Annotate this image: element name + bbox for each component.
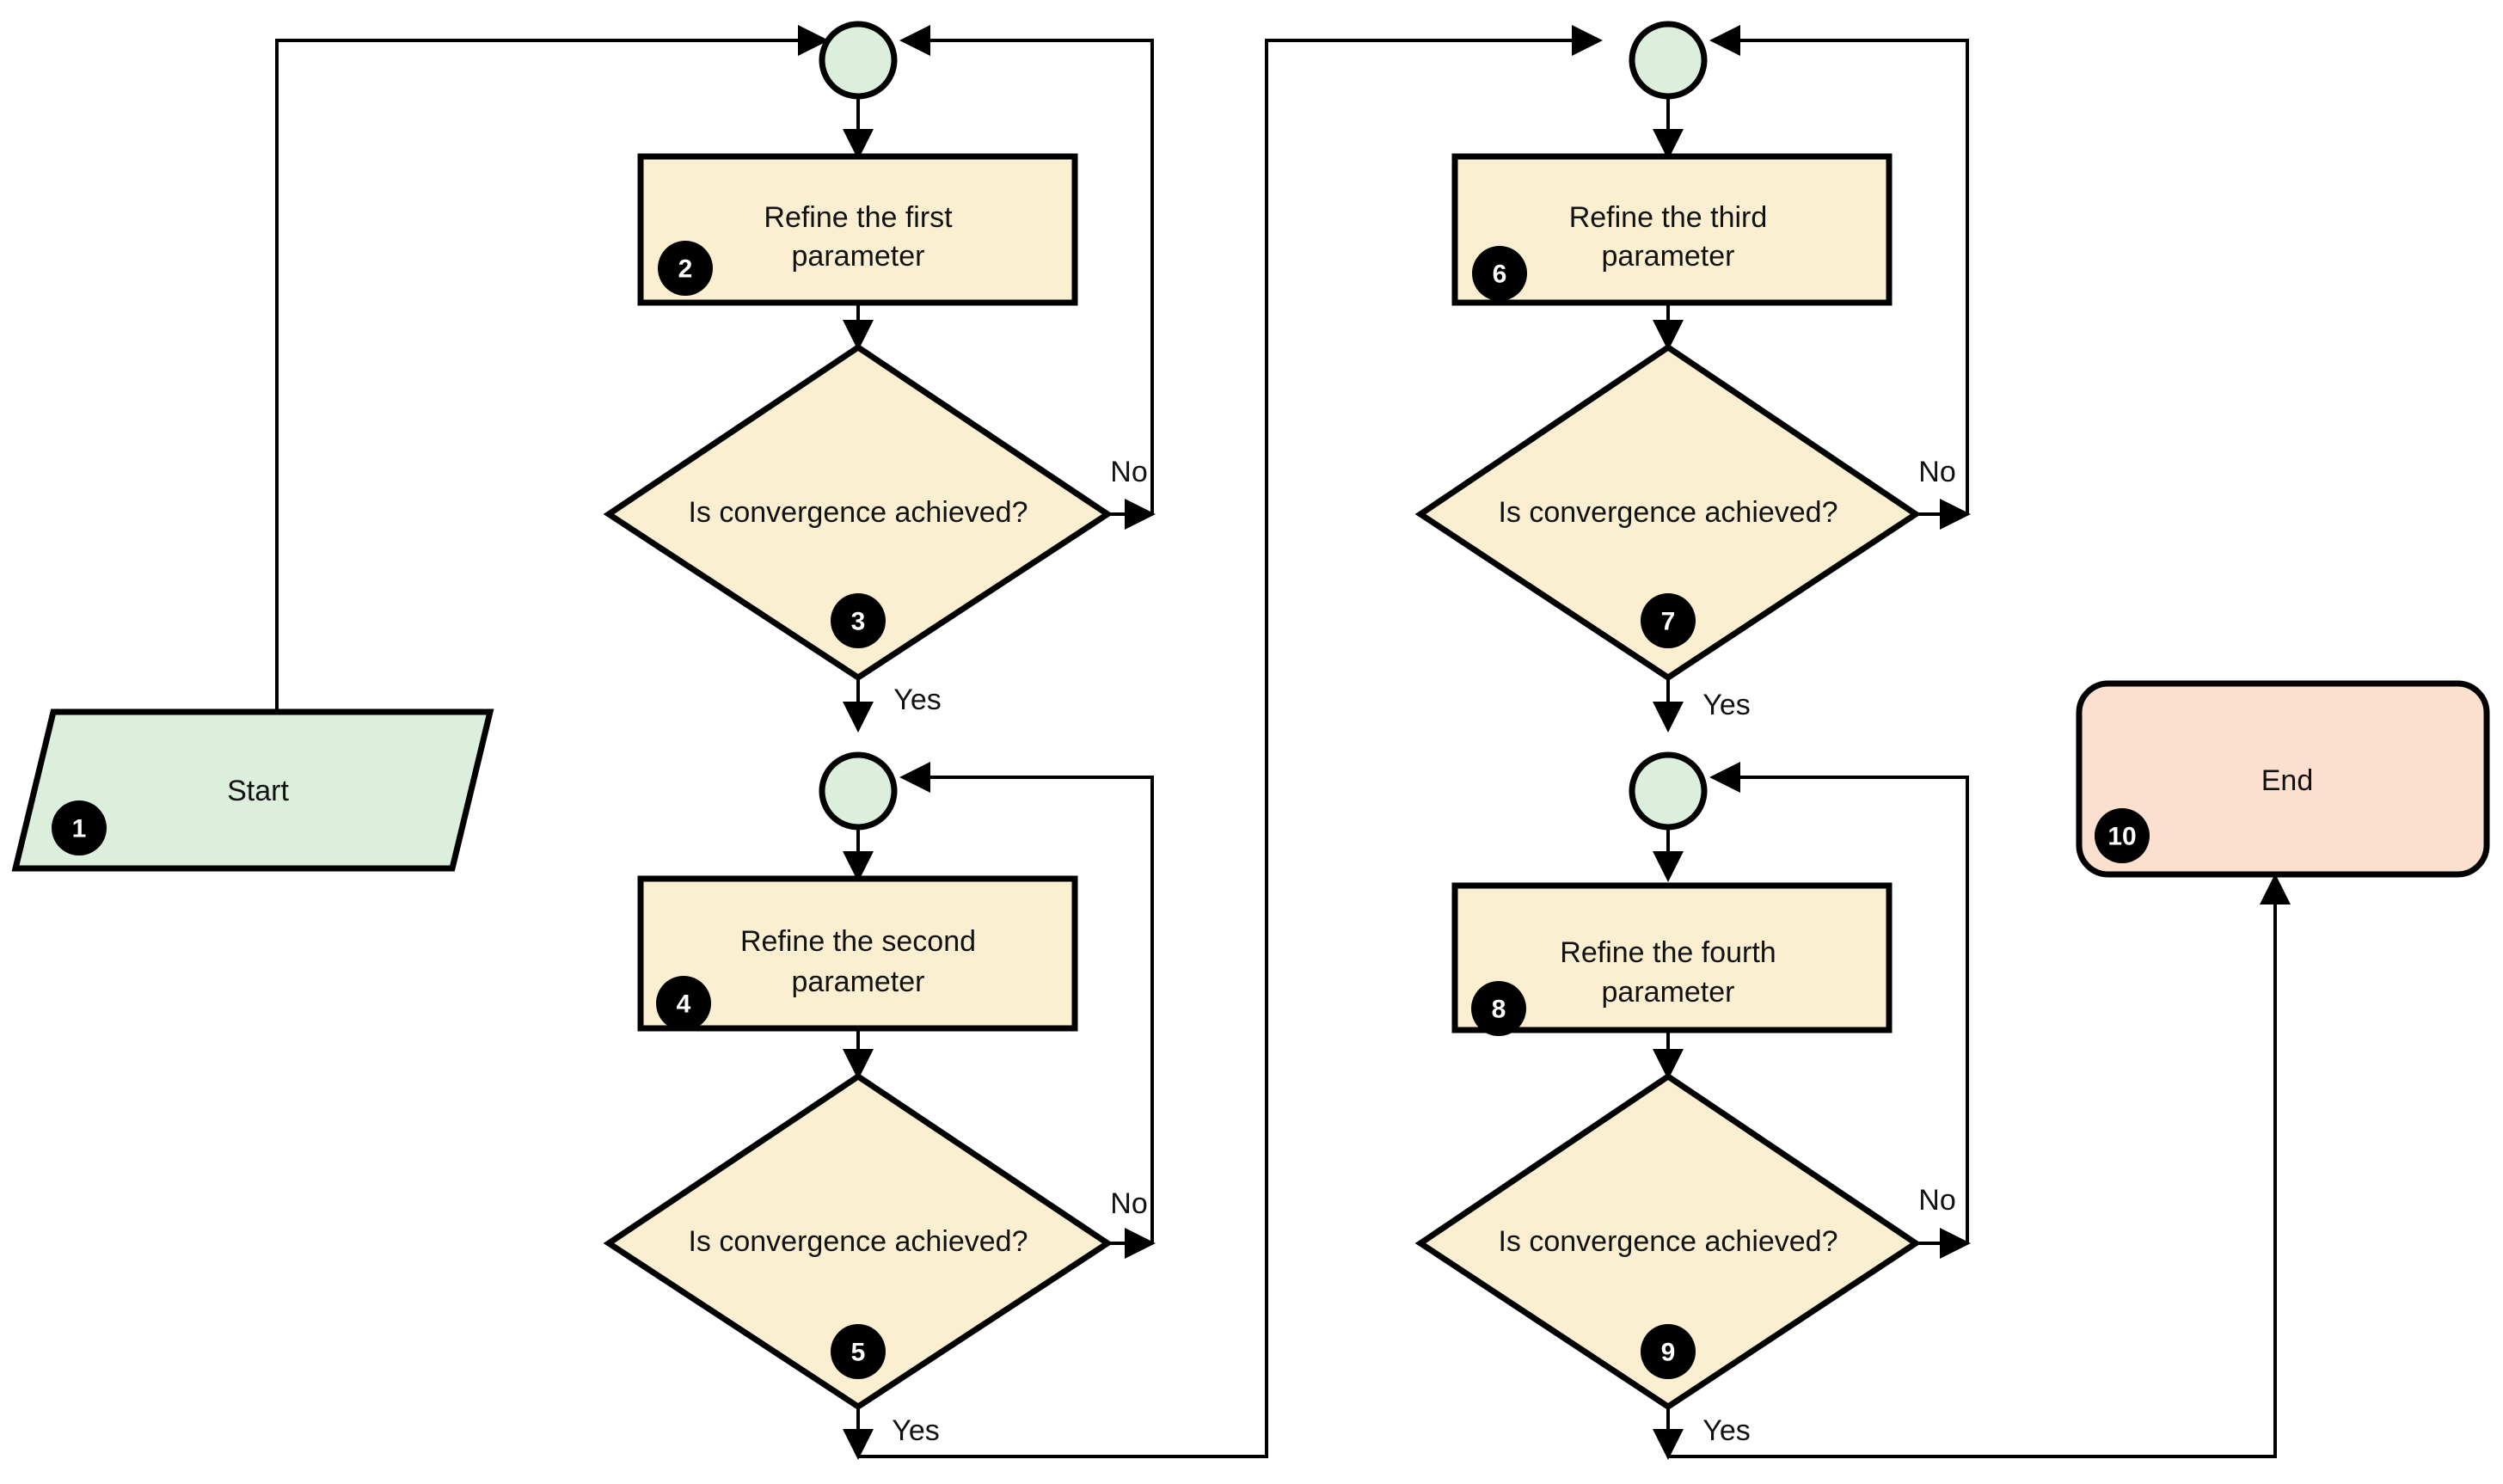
merge-circle-1 [819,21,898,100]
badge-8-text: 8 [1492,996,1506,1024]
edge-label-yes-3: Yes [893,684,941,716]
decision-7-diamond [1414,343,1922,682]
edge-decision7-no-rail [1709,25,1969,514]
badge-2-text: 2 [678,255,693,284]
decision-3-label: Is convergence achieved? [688,496,1028,529]
refine-third-label-line1: Refine the third [1569,201,1768,234]
node-decision-9[interactable]: Is convergence achieved? 9 [1414,1072,1922,1411]
start-label: Start [227,775,289,807]
refine-fourth-label-line1: Refine the fourth [1560,936,1776,969]
node-refine-second-parameter[interactable]: Refine the second parameter 4 [637,875,1078,1032]
node-merge-1[interactable] [819,21,898,100]
end-rounded-rect [2076,680,2490,878]
badge-8-circle [1471,981,1526,1036]
edge-decision9-yes-to-end [1668,874,2291,1458]
badge-10-text: 10 [2107,823,2136,851]
start-parallelogram [11,708,494,872]
node-refine-third-parameter[interactable]: Refine the third parameter 6 [1451,153,1893,306]
refine-second-box [637,875,1078,1032]
edge-label-no-9: No [1918,1184,1955,1217]
badge-1-text: 1 [72,815,87,843]
edge-label-yes-5: Yes [892,1414,939,1447]
node-decision-5[interactable]: Is convergence achieved? 5 [603,1072,1113,1411]
decision-9-diamond [1414,1072,1922,1411]
decision-5-diamond [603,1072,1113,1411]
edge-label-yes-7: Yes [1702,689,1750,721]
edge-start-to-merge1 [275,25,829,712]
badge-4-circle [656,976,711,1031]
badge-7-text: 7 [1661,608,1676,636]
connector-layer [275,25,2291,1460]
merge-circle-3 [1629,21,1708,100]
edge-label-yes-9: Yes [1702,1414,1750,1447]
node-end[interactable]: End 10 [2076,680,2490,878]
badge-9-circle [1641,1324,1696,1379]
node-merge-2[interactable] [819,751,898,831]
badge-6-circle [1472,246,1527,301]
node-merge-3[interactable] [1629,21,1708,100]
edge-label-no-3: No [1110,456,1147,488]
node-merge-4[interactable] [1629,751,1708,831]
edge-decision5-no-rail [899,762,1154,1243]
refine-first-label-line1: Refine the first [764,201,953,234]
badge-10-circle [2095,808,2150,863]
badge-5-text: 5 [851,1339,866,1367]
node-refine-fourth-parameter[interactable]: Refine the fourth parameter 8 [1451,882,1893,1036]
badge-5-circle [831,1324,886,1379]
refine-second-label-line2: parameter [792,966,925,998]
decision-9-label: Is convergence achieved? [1498,1225,1837,1258]
decision-3-diamond [603,343,1113,682]
node-decision-7[interactable]: Is convergence achieved? 7 [1414,343,1922,682]
badge-9-text: 9 [1661,1339,1676,1367]
edge-label-no-7: No [1918,456,1955,488]
refine-fourth-label-line2: parameter [1602,976,1735,1009]
refine-first-box [637,153,1078,306]
refine-fourth-box [1451,882,1893,1033]
badge-6-text: 6 [1493,261,1507,289]
decision-7-label: Is convergence achieved? [1498,496,1837,529]
node-decision-3[interactable]: Is convergence achieved? 3 [603,343,1113,682]
end-label: End [2261,764,2314,797]
decision-5-label: Is convergence achieved? [688,1225,1028,1258]
merge-circle-4 [1629,751,1708,831]
merge-circle-2 [819,751,898,831]
edge-decision3-no-rail [899,25,1154,514]
badge-7-circle [1641,593,1696,648]
node-refine-first-parameter[interactable]: Refine the first parameter 2 [637,153,1078,306]
badge-2-circle [658,241,713,296]
node-start[interactable]: Start 1 [11,708,494,872]
edge-label-no-5: No [1110,1187,1147,1220]
refine-third-label-line2: parameter [1602,240,1735,273]
badge-3-text: 3 [851,608,866,636]
edge-decision9-no-rail [1709,762,1969,1243]
badge-3-circle [831,593,886,648]
edge-decision5-yes-rail [858,25,1603,1458]
refine-first-label-line2: parameter [792,240,925,273]
refine-third-box [1451,153,1893,306]
badge-1-circle [52,800,107,855]
badge-4-text: 4 [677,990,691,1019]
refine-second-label-line1: Refine the second [740,925,976,958]
